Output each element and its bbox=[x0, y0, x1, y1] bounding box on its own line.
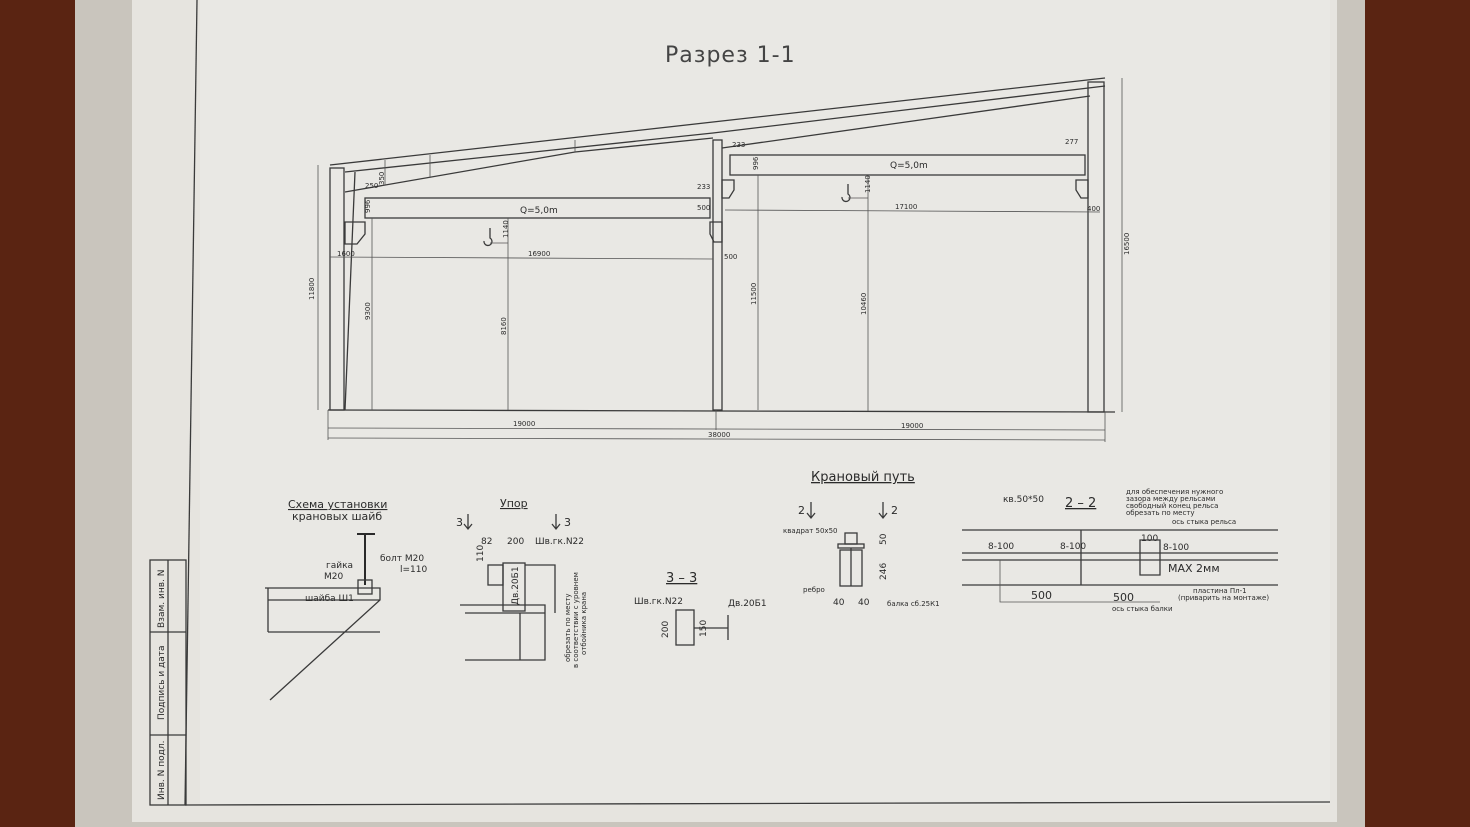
hook-icon bbox=[841, 184, 851, 203]
section22-weld-2: 8-100 bbox=[1060, 542, 1086, 552]
dim-height-left: 11800 bbox=[308, 278, 316, 300]
stop-dim-82: 82 bbox=[481, 537, 492, 547]
dim-right-crane-span: 17100 bbox=[895, 203, 917, 211]
section33-title: 3 – 3 bbox=[666, 571, 697, 586]
stamp-replace-inv: Взам. инв. N bbox=[157, 570, 167, 628]
hook-icon bbox=[483, 228, 493, 247]
washers-bolt: болт М20 bbox=[380, 554, 424, 564]
dim-left-rail-height: 9300 bbox=[364, 302, 372, 320]
dim-500-a: 500 bbox=[697, 204, 710, 212]
section22-plate-2: (приварить на монтаже) bbox=[1178, 594, 1269, 602]
track-rib: ребро bbox=[803, 586, 825, 594]
dim-350: 350 bbox=[378, 172, 386, 185]
detail-crane-track: Крановый путь 2 2 квадрат 50х50 50 246 р… bbox=[783, 470, 940, 608]
washers-title-1: Схема установки bbox=[288, 498, 387, 511]
paper-highlight bbox=[200, 0, 1330, 805]
washers-title-2: крановых шайб bbox=[292, 510, 382, 523]
stop-dim-110: 110 bbox=[476, 545, 486, 562]
dim-span-left: 19000 bbox=[513, 420, 535, 428]
frame-left-line bbox=[184, 0, 198, 806]
dim-400: 400 bbox=[1087, 205, 1100, 213]
dim-250: 250 bbox=[365, 182, 378, 190]
dim-right-rail-height: 11500 bbox=[750, 283, 758, 305]
section22-note-3: свободный конец рельса bbox=[1126, 502, 1218, 510]
track-title: Крановый путь bbox=[811, 470, 915, 485]
section22-rail-joint: ось стыка рельса bbox=[1172, 518, 1236, 526]
section22-dim-500a: 500 bbox=[1031, 589, 1052, 602]
stop-plate: Шв.гк.N22 bbox=[535, 537, 584, 547]
section22-note-2: зазора между рельсами bbox=[1126, 495, 1215, 503]
side-stamp: Взам. инв. N Подпись и дата Инв. N подл. bbox=[149, 559, 187, 806]
section22-square: кв.50*50 bbox=[1003, 495, 1044, 505]
dim-span-right: 19000 bbox=[901, 422, 923, 430]
stop-mark-left: 3 bbox=[456, 516, 463, 529]
dim-233-b: 233 bbox=[732, 141, 745, 149]
track-dim-40a: 40 bbox=[833, 598, 845, 608]
dim-left-crane-span: 16900 bbox=[528, 250, 550, 258]
crane-capacity-left: Q=5,0m bbox=[520, 206, 558, 216]
drawing-title: Разрез 1-1 bbox=[665, 43, 796, 68]
section22-title: 2 – 2 bbox=[1065, 496, 1096, 511]
dim-total: 38000 bbox=[708, 431, 730, 439]
dim-left-hook-height: 8160 bbox=[500, 317, 508, 335]
section-1-1: Q=5,0m Q=5,0m 19000 19000 38000 11800 16… bbox=[308, 77, 1131, 442]
section22-note-4: обрезать по месту bbox=[1126, 509, 1195, 517]
dim-996-left: 996 bbox=[364, 199, 372, 213]
dim-277: 277 bbox=[1065, 138, 1078, 146]
stop-note-3: отбойника крана bbox=[580, 592, 588, 655]
stop-title: Упор bbox=[500, 497, 528, 510]
detail-crane-washers: Схема установки крановых шайб гайка М20 … bbox=[265, 498, 427, 701]
track-beam: балка сб.25К1 bbox=[887, 600, 940, 608]
section22-plate-1: пластина Пл-1 bbox=[1193, 587, 1247, 595]
track-dim-40b: 40 bbox=[858, 598, 870, 608]
section22-dim-100: 100 bbox=[1141, 534, 1158, 544]
dim-233-a: 233 bbox=[697, 183, 710, 191]
section22-note-1: для обеспечения нужного bbox=[1126, 488, 1223, 496]
washers-washer: шайба Ш1 bbox=[305, 594, 354, 604]
section33-dim-150: 150 bbox=[699, 620, 709, 637]
track-dim-50: 50 bbox=[879, 533, 889, 545]
stamp-sign-date: Подпись и дата bbox=[157, 645, 167, 720]
stop-mark-right: 3 bbox=[564, 516, 571, 529]
dim-1600: 1600 bbox=[337, 250, 355, 258]
stop-note-1: обрезать по месту bbox=[564, 593, 572, 662]
detail-stop: Упор 3 3 82 200 110 Шв.гк.N22 Дв.20Б1 об… bbox=[456, 497, 588, 668]
stop-note-2: в соответствии с уровнем bbox=[572, 572, 580, 668]
track-square: квадрат 50х50 bbox=[783, 527, 837, 535]
dim-1140-left: 1140 bbox=[502, 220, 510, 238]
washers-nut: гайка bbox=[326, 561, 353, 571]
track-dim-246: 246 bbox=[879, 563, 889, 580]
track-mark-left: 2 bbox=[798, 504, 805, 517]
detail-section-3-3: 3 – 3 Шв.гк.N22 Дв.20Б1 200 150 bbox=[634, 571, 767, 646]
section33-plate: Шв.гк.N22 bbox=[634, 597, 683, 607]
section22-weld-3: 8-100 bbox=[1163, 543, 1189, 553]
section22-max-gap: MAX 2мм bbox=[1168, 562, 1220, 575]
dim-996-right: 996 bbox=[752, 156, 760, 170]
washers-nut-size: М20 bbox=[324, 572, 343, 582]
stop-dim-200: 200 bbox=[507, 537, 524, 547]
section22-weld-1: 8-100 bbox=[988, 542, 1014, 552]
section22-beam-joint: ось стыка балки bbox=[1112, 605, 1173, 613]
section22-dim-500b: 500 bbox=[1113, 591, 1134, 604]
dim-right-hook-height: 10460 bbox=[860, 293, 868, 315]
stop-beam: Дв.20Б1 bbox=[511, 566, 521, 605]
stamp-inv-no: Инв. N подл. bbox=[157, 741, 167, 800]
frame-bottom-line bbox=[184, 801, 1331, 806]
detail-section-2-2: 2 – 2 кв.50*50 для обеспечения нужного з… bbox=[962, 488, 1278, 613]
section33-dim-200: 200 bbox=[661, 621, 671, 638]
section33-beam: Дв.20Б1 bbox=[728, 599, 767, 609]
crane-capacity-right: Q=5,0m bbox=[890, 161, 928, 171]
washers-bolt-len: l=110 bbox=[400, 565, 427, 575]
dim-500-b: 500 bbox=[724, 253, 737, 261]
dim-height-right: 16500 bbox=[1123, 233, 1131, 255]
track-mark-right: 2 bbox=[891, 504, 898, 517]
dim-1140-right: 1140 bbox=[864, 175, 872, 193]
